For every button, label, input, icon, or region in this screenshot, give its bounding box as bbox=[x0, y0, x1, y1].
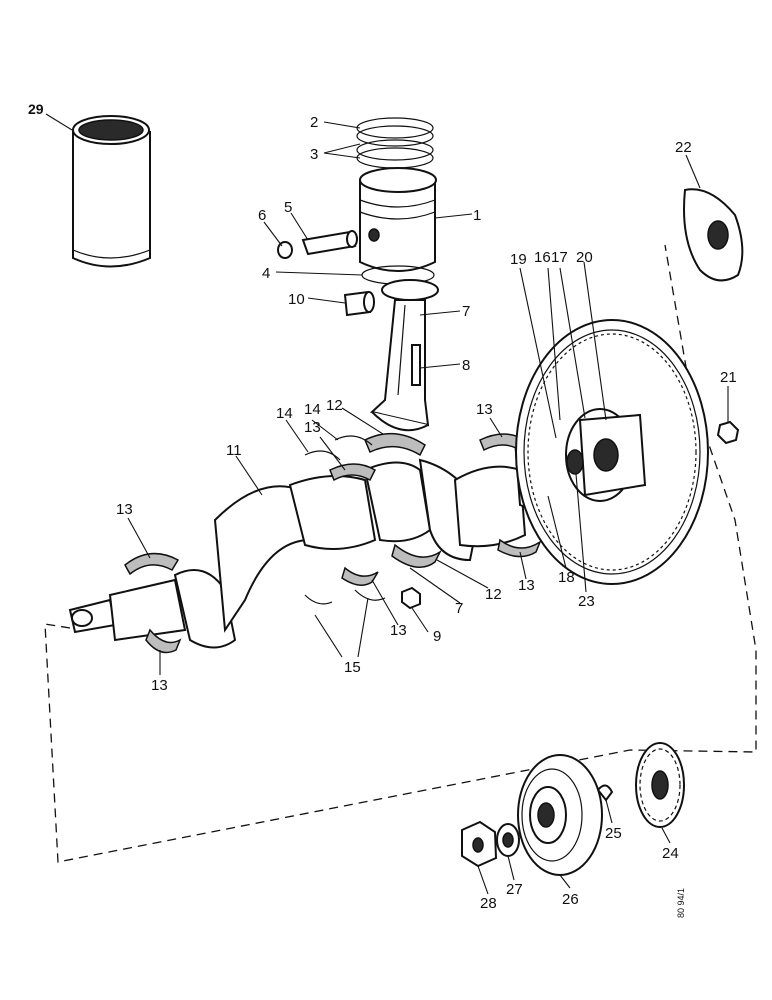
main-bearing-shell-4 bbox=[341, 566, 379, 586]
pulley-washer bbox=[496, 823, 520, 857]
label-4: 4 bbox=[262, 265, 270, 282]
thrust-washer-14a bbox=[304, 450, 341, 461]
crank-pulley bbox=[517, 754, 603, 876]
label-9: 9 bbox=[433, 628, 441, 645]
label-13-right: 13 bbox=[476, 401, 493, 418]
label-13-lower-right: 13 bbox=[518, 577, 535, 594]
flywheel bbox=[515, 319, 709, 585]
label-14b: 14 bbox=[304, 401, 321, 418]
label-23: 23 bbox=[578, 593, 595, 610]
connecting-rod bbox=[369, 279, 439, 432]
label-1: 1 bbox=[473, 207, 481, 224]
part-labels: 29 2 3 1 6 5 4 10 7 8 12 14 14 13 13 11 … bbox=[28, 101, 737, 912]
label-13-low-mid: 13 bbox=[390, 622, 407, 639]
label-2: 2 bbox=[310, 114, 318, 131]
label-15: 15 bbox=[344, 659, 361, 676]
woodruff-key bbox=[596, 784, 614, 802]
label-13-mid: 13 bbox=[304, 419, 321, 436]
pulley-nut bbox=[461, 820, 498, 868]
label-6: 6 bbox=[258, 207, 266, 224]
circlip bbox=[277, 241, 293, 259]
crankshaft-gear bbox=[635, 742, 685, 828]
label-19: 19 bbox=[510, 251, 527, 268]
thrust-washer-15a bbox=[304, 594, 333, 605]
label-3: 3 bbox=[310, 146, 318, 163]
label-25: 25 bbox=[605, 825, 622, 842]
label-7-top: 7 bbox=[462, 303, 470, 320]
drawing-reference: 80 94/1 bbox=[676, 888, 686, 918]
label-18: 18 bbox=[558, 569, 575, 586]
main-bearing-shell-1 bbox=[124, 552, 180, 576]
big-end-shell-lower bbox=[391, 543, 442, 568]
label-27: 27 bbox=[506, 881, 523, 898]
gudgeon-pin bbox=[301, 230, 358, 256]
label-21: 21 bbox=[720, 369, 737, 386]
big-end-shell-upper bbox=[364, 432, 426, 457]
label-12-low: 12 bbox=[485, 586, 502, 603]
label-7-low: 7 bbox=[455, 600, 463, 617]
piston-rings bbox=[356, 117, 434, 169]
label-5: 5 bbox=[284, 199, 292, 216]
label-13-bottom: 13 bbox=[151, 677, 168, 694]
label-29: 29 bbox=[28, 101, 44, 117]
spigot-bearing bbox=[566, 449, 584, 475]
label-10: 10 bbox=[288, 291, 305, 308]
cylinder-liner bbox=[72, 115, 151, 268]
label-26: 26 bbox=[562, 891, 579, 908]
label-28: 28 bbox=[480, 895, 497, 912]
flywheel-nut bbox=[716, 420, 740, 445]
label-17: 17 bbox=[551, 249, 568, 266]
crankshaft bbox=[68, 431, 572, 649]
main-bearing-shell-6 bbox=[497, 538, 542, 558]
label-14a: 14 bbox=[276, 405, 293, 422]
adapter-plate bbox=[683, 188, 744, 282]
conrod-bolt bbox=[411, 344, 421, 386]
label-12-top: 12 bbox=[326, 397, 343, 414]
thrust-washer-14b bbox=[334, 435, 373, 446]
label-16: 16 bbox=[534, 249, 551, 266]
label-22: 22 bbox=[675, 139, 692, 156]
label-11: 11 bbox=[226, 442, 242, 459]
leader-lines bbox=[45, 113, 729, 895]
label-13-left: 13 bbox=[116, 501, 133, 518]
label-24: 24 bbox=[662, 845, 679, 862]
piston bbox=[359, 167, 437, 272]
main-bearing-shell-2 bbox=[145, 628, 182, 654]
conrod-nut bbox=[401, 586, 421, 610]
small-end-bush bbox=[343, 290, 375, 317]
main-bearing-shell-3 bbox=[329, 463, 376, 482]
label-8: 8 bbox=[462, 357, 470, 374]
label-20: 20 bbox=[576, 249, 593, 266]
